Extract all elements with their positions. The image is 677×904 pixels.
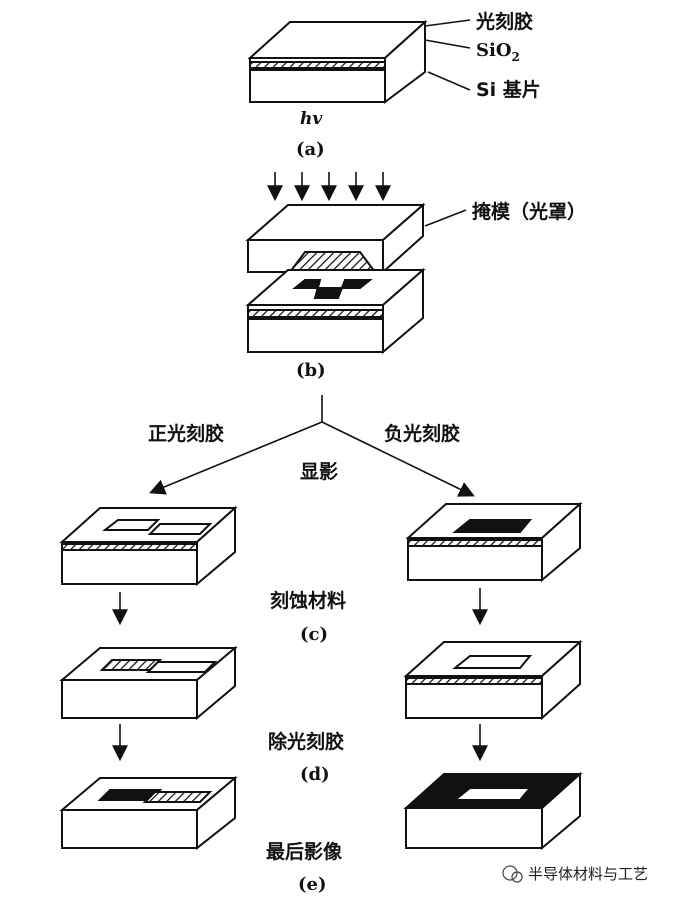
photoresist-label: 光刻胶 bbox=[475, 10, 533, 33]
wafer-stack-a bbox=[247, 19, 428, 104]
positive-etched bbox=[59, 645, 238, 721]
watermark-text: 半导体材料与工艺 bbox=[528, 865, 648, 883]
step-d-label: (d) bbox=[300, 764, 330, 785]
step-c-label: (c) bbox=[300, 624, 328, 645]
positive-final bbox=[59, 775, 238, 851]
si-substrate-label: Si 基片 bbox=[476, 78, 541, 101]
negative-final bbox=[403, 771, 583, 851]
positive-developed bbox=[59, 505, 238, 587]
etch-label: 刻蚀材料 bbox=[270, 589, 346, 612]
step-a-label: (a) bbox=[296, 139, 325, 160]
wechat-icon bbox=[502, 865, 518, 881]
step-b-label: (b) bbox=[296, 360, 326, 381]
mask-label: 掩模（光罩） bbox=[472, 200, 586, 223]
step-e-label: (e) bbox=[298, 874, 327, 895]
leader-lines-a bbox=[424, 19, 471, 91]
uv-light-arrows bbox=[267, 172, 391, 202]
branch-arrows bbox=[149, 395, 475, 497]
develop-label: 显影 bbox=[300, 461, 338, 483]
hv-label: hv bbox=[300, 109, 323, 129]
watermark: 半导体材料与工艺 bbox=[502, 865, 648, 883]
exposed-region bbox=[292, 279, 373, 299]
negative-etched bbox=[403, 639, 583, 721]
photomask bbox=[245, 202, 426, 275]
strip-label: 除光刻胶 bbox=[268, 730, 344, 753]
final-image-label: 最后影像 bbox=[266, 840, 343, 863]
sio2-label: SiO2 bbox=[476, 40, 520, 64]
negative-developed bbox=[405, 501, 583, 583]
positive-resist-label: 正光刻胶 bbox=[148, 422, 224, 445]
wafer-stack-b bbox=[245, 267, 426, 355]
sio2-layer bbox=[249, 61, 386, 69]
negative-resist-label: 负光刻胶 bbox=[384, 422, 460, 445]
